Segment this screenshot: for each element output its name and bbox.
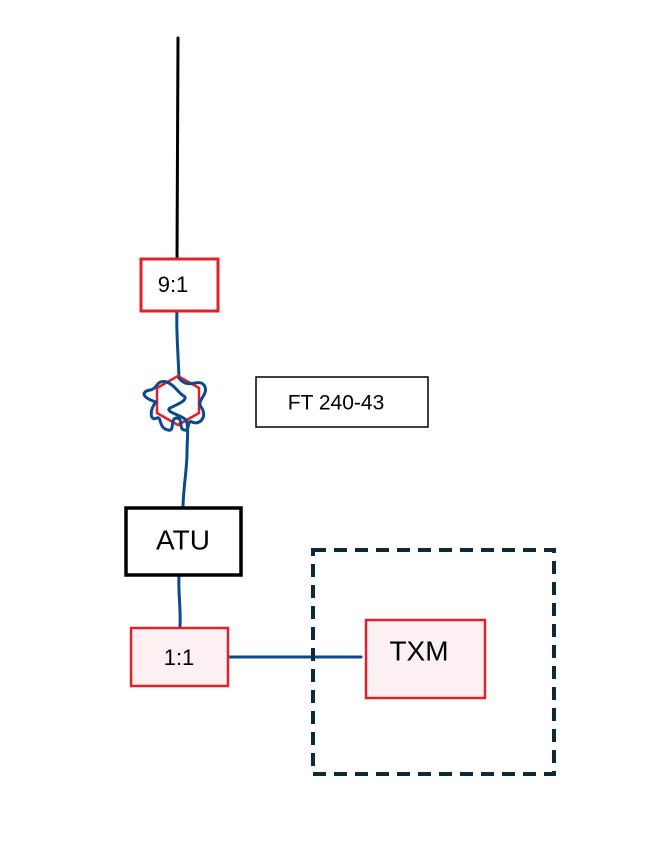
toroid-core-icon [155,374,201,427]
transmitter-box [364,618,487,700]
balun-1-1-box [129,626,230,688]
coax-feedline-lower [177,574,182,629]
balun-1-1-label: 1:1 [164,645,195,670]
choke-label-frame [255,376,429,428]
antenna-tuner-label: ATU [156,524,210,555]
transmitter-label: TXM [389,635,448,666]
coax-feedline-upper [175,308,181,380]
balun-9-1-box [139,257,220,313]
coax-feedline-middle [181,450,189,510]
antenna-tuner: ATU [124,506,243,577]
choke-label-text: FT 240-43 [288,392,385,415]
transmitter: TXM [364,618,487,700]
antenna-tuner-box [124,506,243,577]
balun-9-1-label: 9:1 [158,272,189,297]
balun-9-1: 9:1 [139,257,220,313]
antenna-wire [175,36,180,264]
toroid-winding [142,376,207,454]
choke-label-box: FT 240-43 [255,376,429,428]
balun-1-1: 1:1 [129,626,230,688]
